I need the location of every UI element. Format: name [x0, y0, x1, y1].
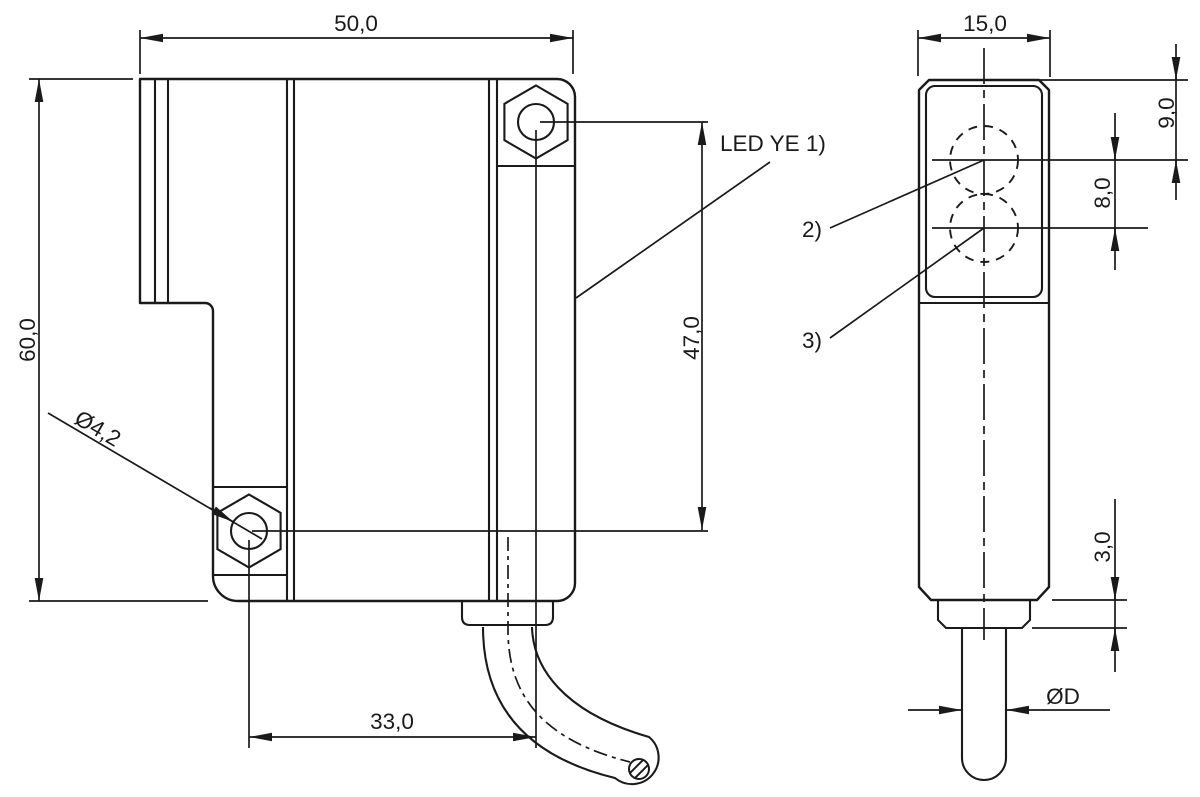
dim-label-lens-spacing: 8,0	[1090, 177, 1115, 208]
dimension-lens-spacing: 8,0	[1090, 113, 1120, 270]
dimension-side-width: 15,0	[917, 11, 1051, 77]
dim-label-hole-pitch-horizontal: 33,0	[370, 709, 414, 734]
dim-label-cable-diameter: ØD	[1046, 684, 1080, 709]
dimension-hole-pitch-vertical: 47,0	[679, 122, 707, 530]
dimension-lens-top-offset: 9,0	[1154, 44, 1181, 200]
dimension-step-height: 3,0	[1032, 499, 1127, 672]
side-view: 15,0 9,0 8,0 3,0	[802, 11, 1188, 782]
cable-centerline	[507, 537, 631, 763]
led-label: LED YE 1)	[720, 131, 826, 156]
dim-label-side-width: 15,0	[963, 11, 1007, 36]
dim-label-hole-pitch-vertical: 47,0	[679, 316, 704, 360]
dim-label-front-height: 60,0	[15, 318, 40, 362]
dimension-front-height: 60,0	[15, 78, 208, 602]
cable	[481, 537, 660, 786]
callout-upper-lens: 2)	[802, 159, 985, 242]
cable-core-hatched	[628, 758, 650, 780]
connector-pin	[960, 628, 1008, 782]
front-body-outline	[138, 77, 577, 603]
dimension-cable-diameter: ØD	[908, 684, 1110, 715]
front-panel-lines	[153, 79, 575, 601]
callout-label-3: 3)	[802, 328, 822, 353]
dim-label-hole-diameter: Ø4,2	[70, 405, 125, 451]
dimension-front-width: 50,0	[139, 11, 574, 74]
callout-label-2: 2)	[802, 217, 822, 242]
front-view: 50,0 60,0 47,0 33,0 Ø4,2 LED YE 1)	[15, 11, 826, 786]
dim-label-front-width: 50,0	[334, 11, 378, 36]
dim-label-lens-top-offset: 9,0	[1154, 97, 1179, 128]
dimension-hole-pitch-horizontal: 33,0	[249, 709, 536, 742]
side-gland	[936, 600, 1032, 630]
callout-lower-lens: 3)	[802, 227, 985, 353]
callout-hole-diameter: Ø4,2	[47, 405, 263, 540]
front-centerlines	[248, 121, 708, 748]
dim-label-step-height: 3,0	[1090, 531, 1115, 562]
side-body-outline	[917, 78, 1051, 602]
callout-led: LED YE 1)	[575, 131, 826, 299]
